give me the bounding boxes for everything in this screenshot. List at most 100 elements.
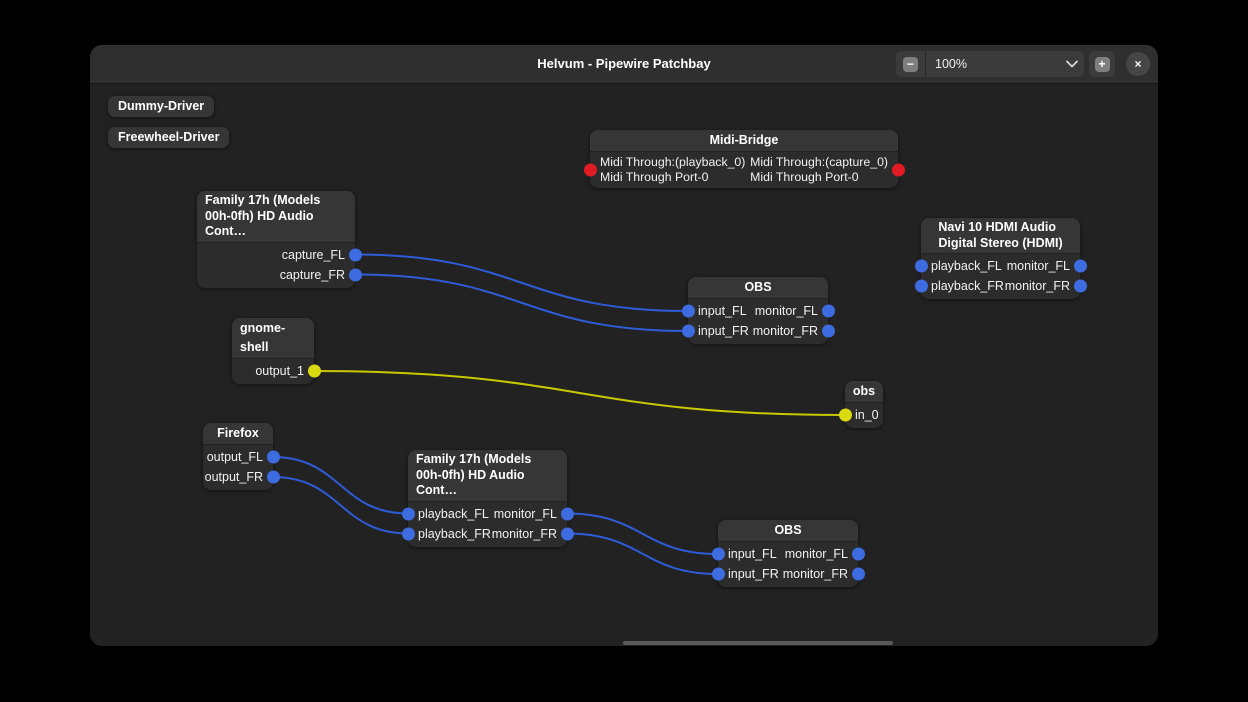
port-label: playback_FL xyxy=(931,259,1002,273)
port-label: monitor_FR xyxy=(1004,279,1070,293)
connection-audio-link[interactable] xyxy=(566,512,719,555)
port-monitor_FL-output-dot[interactable] xyxy=(851,547,865,561)
port-playback_FR-input-dot[interactable] xyxy=(401,527,415,540)
close-icon: × xyxy=(1134,57,1142,71)
port-input_FR-input-dot[interactable] xyxy=(711,567,725,581)
port-output_FR-output-dot[interactable] xyxy=(266,470,280,484)
node-title: Family 17h (Models 00h-0fh) HD Audio Con… xyxy=(408,450,567,502)
port-label: input_FL xyxy=(698,304,747,318)
node-family-17h-capture[interactable]: Family 17h (Models 00h-0fh) HD Audio Con… xyxy=(197,191,362,288)
port-label: capture_FR xyxy=(279,267,345,282)
zoom-out-icon: − xyxy=(903,56,918,72)
port-label: playback_FR xyxy=(418,526,491,541)
port-playback_FL-input-dot[interactable] xyxy=(914,259,928,273)
port-row: playback_FL monitor_FL xyxy=(914,256,1087,276)
port-row: output_FR xyxy=(203,467,280,487)
close-button[interactable]: × xyxy=(1126,52,1150,76)
node-title: Midi-Bridge xyxy=(590,130,898,152)
port-monitor_FR-output-dot[interactable] xyxy=(1073,279,1087,293)
port-capture_FL-output-dot[interactable] xyxy=(348,248,362,261)
node-title: OBS xyxy=(688,277,828,299)
node-body: capture_FL capture_FR xyxy=(197,243,362,288)
node-navi-hdmi[interactable]: Navi 10 HDMI Audio Digital Stereo (HDMI)… xyxy=(914,218,1087,299)
port-label: capture_FL xyxy=(281,247,345,262)
port-label: monitor_FL xyxy=(784,547,848,561)
port-label: monitor_FR xyxy=(782,567,848,581)
port-label: playback_FR xyxy=(931,279,1004,293)
port-row: capture_FR xyxy=(197,265,362,285)
port-label: input_FL xyxy=(728,547,777,561)
port-label: monitor_FL xyxy=(1006,259,1070,273)
titlebar[interactable]: Helvum - Pipewire Patchbay − 100% + × xyxy=(90,45,1158,84)
port-input_FR-input-dot[interactable] xyxy=(681,324,695,338)
connection-audio-link[interactable] xyxy=(566,532,719,575)
node-title: Navi 10 HDMI Audio Digital Stereo (HDMI) xyxy=(921,218,1080,254)
connection-audio-link[interactable] xyxy=(272,456,409,515)
port-monitor_FR-output-dot[interactable] xyxy=(851,567,865,581)
port-midi_capt-output-dot[interactable] xyxy=(891,163,905,176)
node-body: output_1 xyxy=(232,359,321,384)
connection-audio-link[interactable] xyxy=(354,273,689,332)
zoom-in-icon: + xyxy=(1094,56,1110,72)
port-capture_FR-output-dot[interactable] xyxy=(348,268,362,281)
port-label: monitor_FL xyxy=(493,506,557,521)
node-body: in_0 xyxy=(838,403,883,428)
port-monitor_FL-output-dot[interactable] xyxy=(1073,259,1087,273)
node-obs-rec[interactable]: obs in_0 xyxy=(838,381,883,428)
node-title: Freewheel-Driver xyxy=(118,130,220,144)
port-label: Midi Through:(playback_0) Midi Through P… xyxy=(600,155,746,184)
port-midi_play-input-dot[interactable] xyxy=(583,163,597,176)
port-in_0-input-dot[interactable] xyxy=(838,408,852,422)
port-monitor_FL-output-dot[interactable] xyxy=(821,304,835,318)
connection-audio-link[interactable] xyxy=(272,476,409,535)
port-label: in_0 xyxy=(855,408,879,422)
node-title: obs xyxy=(845,381,883,403)
port-label: input_FR xyxy=(728,567,779,581)
connection-audio-link[interactable] xyxy=(354,253,689,312)
node-body: Midi Through:(playback_0) Midi Through P… xyxy=(583,152,905,188)
connections-layer xyxy=(272,253,846,575)
port-row: Midi Through:(playback_0) Midi Through P… xyxy=(583,154,905,185)
port-label: input_FR xyxy=(698,324,749,338)
zoom-level-dropdown[interactable]: 100% xyxy=(935,57,967,71)
node-family-17h-playback[interactable]: Family 17h (Models 00h-0fh) HD Audio Con… xyxy=(401,450,574,547)
titlebar-controls: − 100% + × xyxy=(896,45,1150,83)
port-label: playback_FL xyxy=(418,506,489,521)
port-output_FL-output-dot[interactable] xyxy=(266,450,280,464)
chevron-down-icon[interactable] xyxy=(1060,60,1084,68)
connection-video-link[interactable] xyxy=(313,370,846,416)
zoom-out-button[interactable]: − xyxy=(896,51,926,77)
port-input_FL-input-dot[interactable] xyxy=(711,547,725,561)
node-freewheel-driver[interactable]: Freewheel-Driver xyxy=(108,127,230,148)
port-output_1-output-dot[interactable] xyxy=(307,364,321,378)
node-dummy-driver[interactable]: Dummy-Driver xyxy=(108,96,215,117)
horizontal-scrollbar[interactable] xyxy=(623,641,893,645)
node-title: Dummy-Driver xyxy=(118,99,205,113)
port-row: capture_FL xyxy=(197,245,362,265)
zoom-in-button[interactable]: + xyxy=(1089,51,1115,77)
port-monitor_FL-output-dot[interactable] xyxy=(560,507,574,520)
port-playback_FR-input-dot[interactable] xyxy=(914,279,928,293)
port-label: monitor_FR xyxy=(491,526,557,541)
port-label: output_FR xyxy=(204,470,263,484)
port-playback_FL-input-dot[interactable] xyxy=(401,507,415,520)
port-row: output_1 xyxy=(232,361,321,381)
port-monitor_FR-output-dot[interactable] xyxy=(821,324,835,338)
port-input_FL-input-dot[interactable] xyxy=(681,304,695,318)
port-label: output_FL xyxy=(206,450,263,464)
node-title: OBS xyxy=(718,520,858,542)
port-row: in_0 xyxy=(838,405,883,425)
port-monitor_FR-output-dot[interactable] xyxy=(560,527,574,540)
